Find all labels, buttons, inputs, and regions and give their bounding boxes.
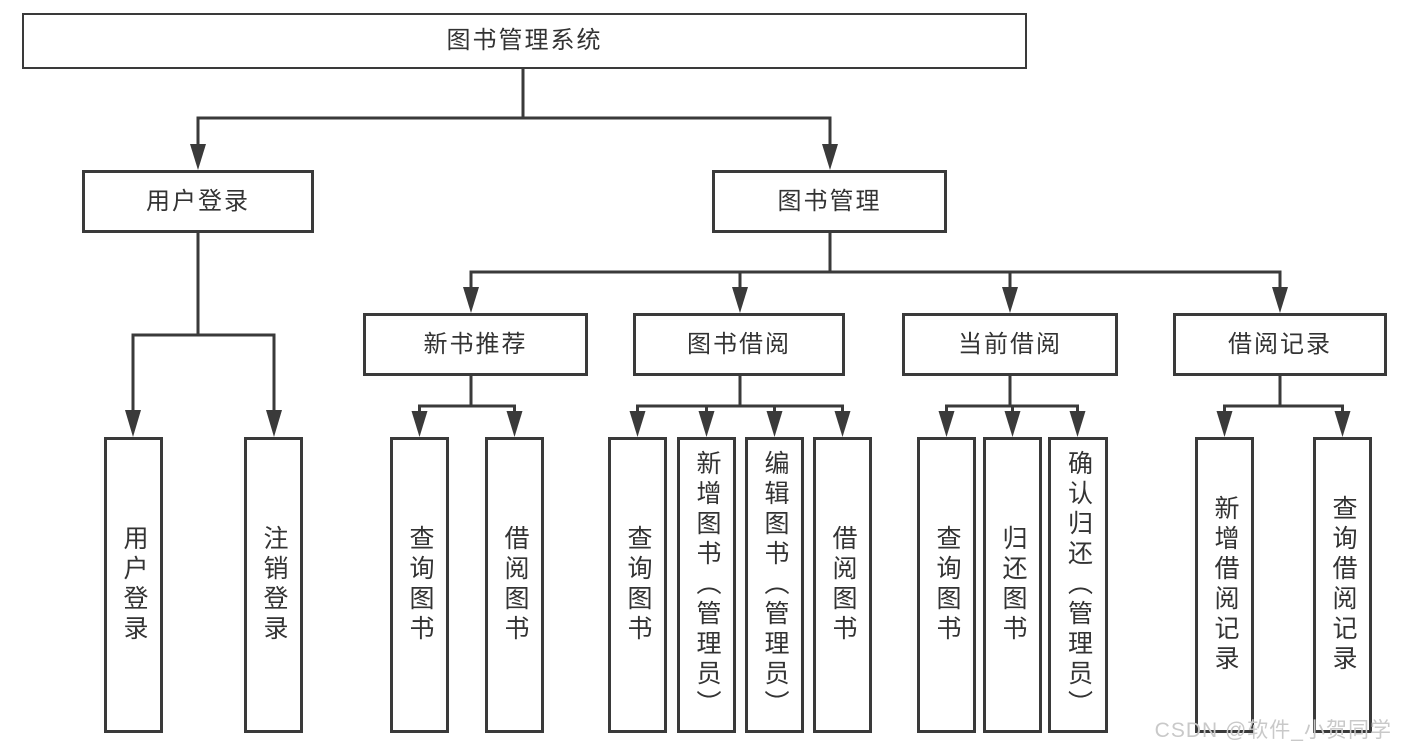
arrowhead-down-icon [822,144,838,170]
node-leaf-query-books-3: 查询图书 [917,437,976,733]
node-library-management-system: 图书管理系统 [22,13,1027,69]
connector-root-to-level2 [190,69,838,170]
arrowhead-down-icon [629,411,646,437]
connector-new-books-to-leaves [411,376,523,437]
node-leaf-borrow-books-2: 借阅图书 [813,437,872,733]
node-current-borrow: 当前借阅 [902,313,1118,376]
arrowhead-down-icon [1069,411,1086,437]
arrowhead-down-icon [1272,287,1288,313]
connector-book-mgmt-to-level3 [463,233,1288,313]
node-book-borrow: 图书借阅 [633,313,845,376]
node-leaf-borrow-books-1: 借阅图书 [485,437,544,733]
connector-user-login-to-leaves [125,233,282,437]
connector-current-borrow-to-leaves [938,376,1086,437]
arrowhead-down-icon [1334,411,1351,437]
arrowhead-down-icon [190,144,206,170]
node-leaf-add-books-admin: 新增图书（管理员） [677,437,736,733]
node-leaf-query-books-2: 查询图书 [608,437,667,733]
node-leaf-logout: 注销登录 [244,437,303,733]
arrowhead-down-icon [938,411,955,437]
node-new-book-recommend: 新书推荐 [363,313,588,376]
arrowhead-down-icon [411,411,428,437]
connector-book-borrow-to-leaves [629,376,851,437]
arrowhead-down-icon [266,410,282,437]
node-leaf-query-borrow-record: 查询借阅记录 [1313,437,1372,733]
watermark: CSDN @软件_小贺同学 [1154,719,1392,742]
node-leaf-user-login: 用户登录 [104,437,163,733]
arrowhead-down-icon [1004,411,1021,437]
node-leaf-edit-books-admin: 编辑图书（管理员） [745,437,804,733]
node-leaf-query-books-1: 查询图书 [390,437,449,733]
arrowhead-down-icon [463,287,479,313]
arrowhead-down-icon [698,411,715,437]
arrowhead-down-icon [1216,411,1233,437]
arrowhead-down-icon [766,411,783,437]
node-borrow-records: 借阅记录 [1173,313,1387,376]
node-leaf-add-borrow-record: 新增借阅记录 [1195,437,1254,733]
arrowhead-down-icon [1002,287,1018,313]
arrowhead-down-icon [834,411,851,437]
arrowhead-down-icon [125,410,141,437]
node-leaf-return-books: 归还图书 [983,437,1042,733]
connector-borrow-records-to-leaves [1216,376,1351,437]
arrowhead-down-icon [506,411,523,437]
node-user-login: 用户登录 [82,170,314,233]
arrowhead-down-icon [732,287,748,313]
node-leaf-confirm-return-admin: 确认归还（管理员） [1048,437,1108,733]
node-book-management: 图书管理 [712,170,947,233]
